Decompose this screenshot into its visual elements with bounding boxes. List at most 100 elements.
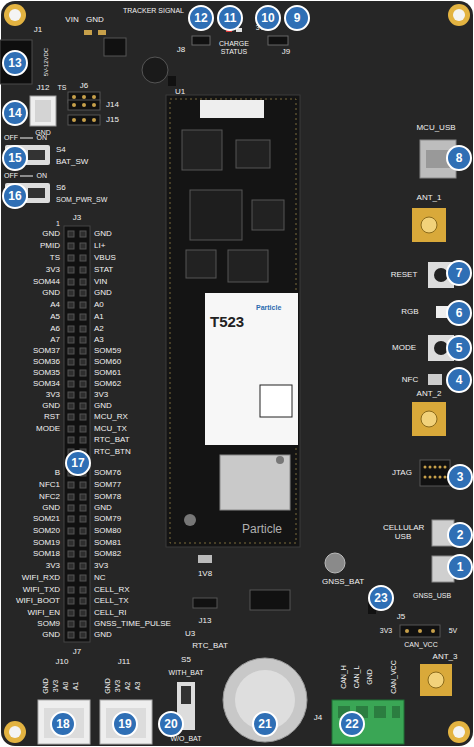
header-j5 <box>405 629 409 633</box>
gnss-battery <box>250 590 290 610</box>
pin-label: GNSS_TIME_PULSE <box>94 620 171 629</box>
gnss-battery <box>325 553 345 573</box>
header-j3 <box>80 370 86 376</box>
header-j3 <box>68 290 74 296</box>
header-j3 <box>68 551 74 557</box>
header-j6-j14-j15 <box>92 95 96 99</box>
pin-label: GND <box>42 230 60 239</box>
header-j6-j14-j15 <box>82 118 86 122</box>
terminal-block-j4 <box>332 700 404 744</box>
pin-label: GND <box>104 678 112 694</box>
signal-name: CAN_H <box>340 665 348 689</box>
header-j3 <box>80 279 86 285</box>
header-j3 <box>80 392 86 398</box>
pin-label: RST <box>44 413 60 422</box>
header-j3 <box>80 482 86 488</box>
brand-mark: Particle <box>242 523 282 536</box>
callout-number: 12 <box>188 5 214 31</box>
part-name: S5 <box>181 656 191 665</box>
pin-label: LI+ <box>94 242 105 251</box>
connector-name: CELLULAR USB <box>383 524 423 542</box>
signal-name: 5V <box>449 627 458 635</box>
pin-label: GND <box>42 631 60 640</box>
header-j3 <box>68 563 74 569</box>
part-name: J3 <box>73 214 81 223</box>
pin-label: A0 <box>94 301 104 310</box>
antenna-connector <box>412 208 446 242</box>
pin-label: 3V3 <box>114 680 122 692</box>
callout-number: 7 <box>446 260 472 286</box>
pin-label: SOM18 <box>33 550 60 559</box>
som-module <box>186 250 216 278</box>
pin-label: 3V3 <box>46 266 60 275</box>
connector-name: ANT_2 <box>417 390 442 399</box>
header-j3 <box>68 516 74 522</box>
jtag-header <box>434 466 437 469</box>
header-j3 <box>80 598 86 604</box>
callout-number: 22 <box>339 711 365 737</box>
gnss-battery <box>193 598 217 608</box>
pin-label: CELL_RI <box>94 609 126 618</box>
header-j3 <box>68 598 74 604</box>
som-module <box>260 385 292 417</box>
callout-number: 19 <box>112 711 138 737</box>
part-name: RTC_BAT <box>192 642 228 651</box>
signal-name: CAN_L <box>353 666 361 689</box>
header-j3 <box>68 494 74 500</box>
header-j3 <box>68 414 74 420</box>
callout-number: 23 <box>368 585 394 611</box>
pin-label: 3V3 <box>94 391 108 400</box>
terminal-block-j4 <box>332 700 404 744</box>
part-name: S4 <box>56 146 66 155</box>
header-j3 <box>68 348 74 354</box>
pin-label: TS <box>50 254 60 263</box>
callout-number: 20 <box>158 711 184 737</box>
som-module <box>205 293 298 445</box>
jtag-header <box>434 476 437 479</box>
pin-label: GND <box>94 402 112 411</box>
pin-label: GND <box>42 289 60 298</box>
callout-number: 9 <box>284 5 310 31</box>
header-j6-j14-j15 <box>68 92 100 125</box>
pin-label: 3V3 <box>46 562 60 571</box>
header-j3 <box>64 226 90 642</box>
jtag-header <box>444 466 447 469</box>
jtag-header <box>429 476 432 479</box>
header-j6-j14-j15 <box>68 115 100 125</box>
header-j3 <box>80 632 86 638</box>
header-j3 <box>80 610 86 616</box>
header-j3 <box>68 255 74 261</box>
header-j3 <box>80 302 86 308</box>
dc-jack <box>104 38 126 56</box>
dc-jack <box>0 40 32 84</box>
som-module <box>236 140 270 168</box>
som-module <box>252 200 284 230</box>
som-module <box>200 100 264 118</box>
mounting-hole <box>448 721 470 743</box>
jtag-header <box>429 466 432 469</box>
grove-connector <box>44 708 84 738</box>
mounting-hole <box>4 721 26 743</box>
connector-j12 <box>30 96 56 126</box>
signal-name: GND <box>86 16 104 25</box>
header-j3 <box>68 528 74 534</box>
pin-label: GND <box>42 678 50 694</box>
part-name: S6 <box>56 184 66 193</box>
header-j3 <box>80 267 86 273</box>
pin-label: A6 <box>50 325 60 334</box>
callout-number: 17 <box>65 450 91 476</box>
header-j6-j14-j15 <box>72 95 76 99</box>
callout-number: 2 <box>447 522 473 548</box>
pin-label: WIFI_EN <box>28 609 60 618</box>
pin-label: SOM81 <box>94 539 121 548</box>
header-j3 <box>80 551 86 557</box>
header-j6-j14-j15 <box>82 95 86 99</box>
header-j6-j14-j15 <box>72 103 76 107</box>
jtag-header <box>439 466 442 469</box>
pin-label: SOM19 <box>33 539 60 548</box>
connector-name: ANT_1 <box>417 194 442 203</box>
header-j6-j14-j15 <box>72 118 76 122</box>
pin-label: SOM37 <box>33 347 60 356</box>
signal-name: CAN_VCC <box>404 641 437 649</box>
signal-name: GND <box>366 669 374 685</box>
